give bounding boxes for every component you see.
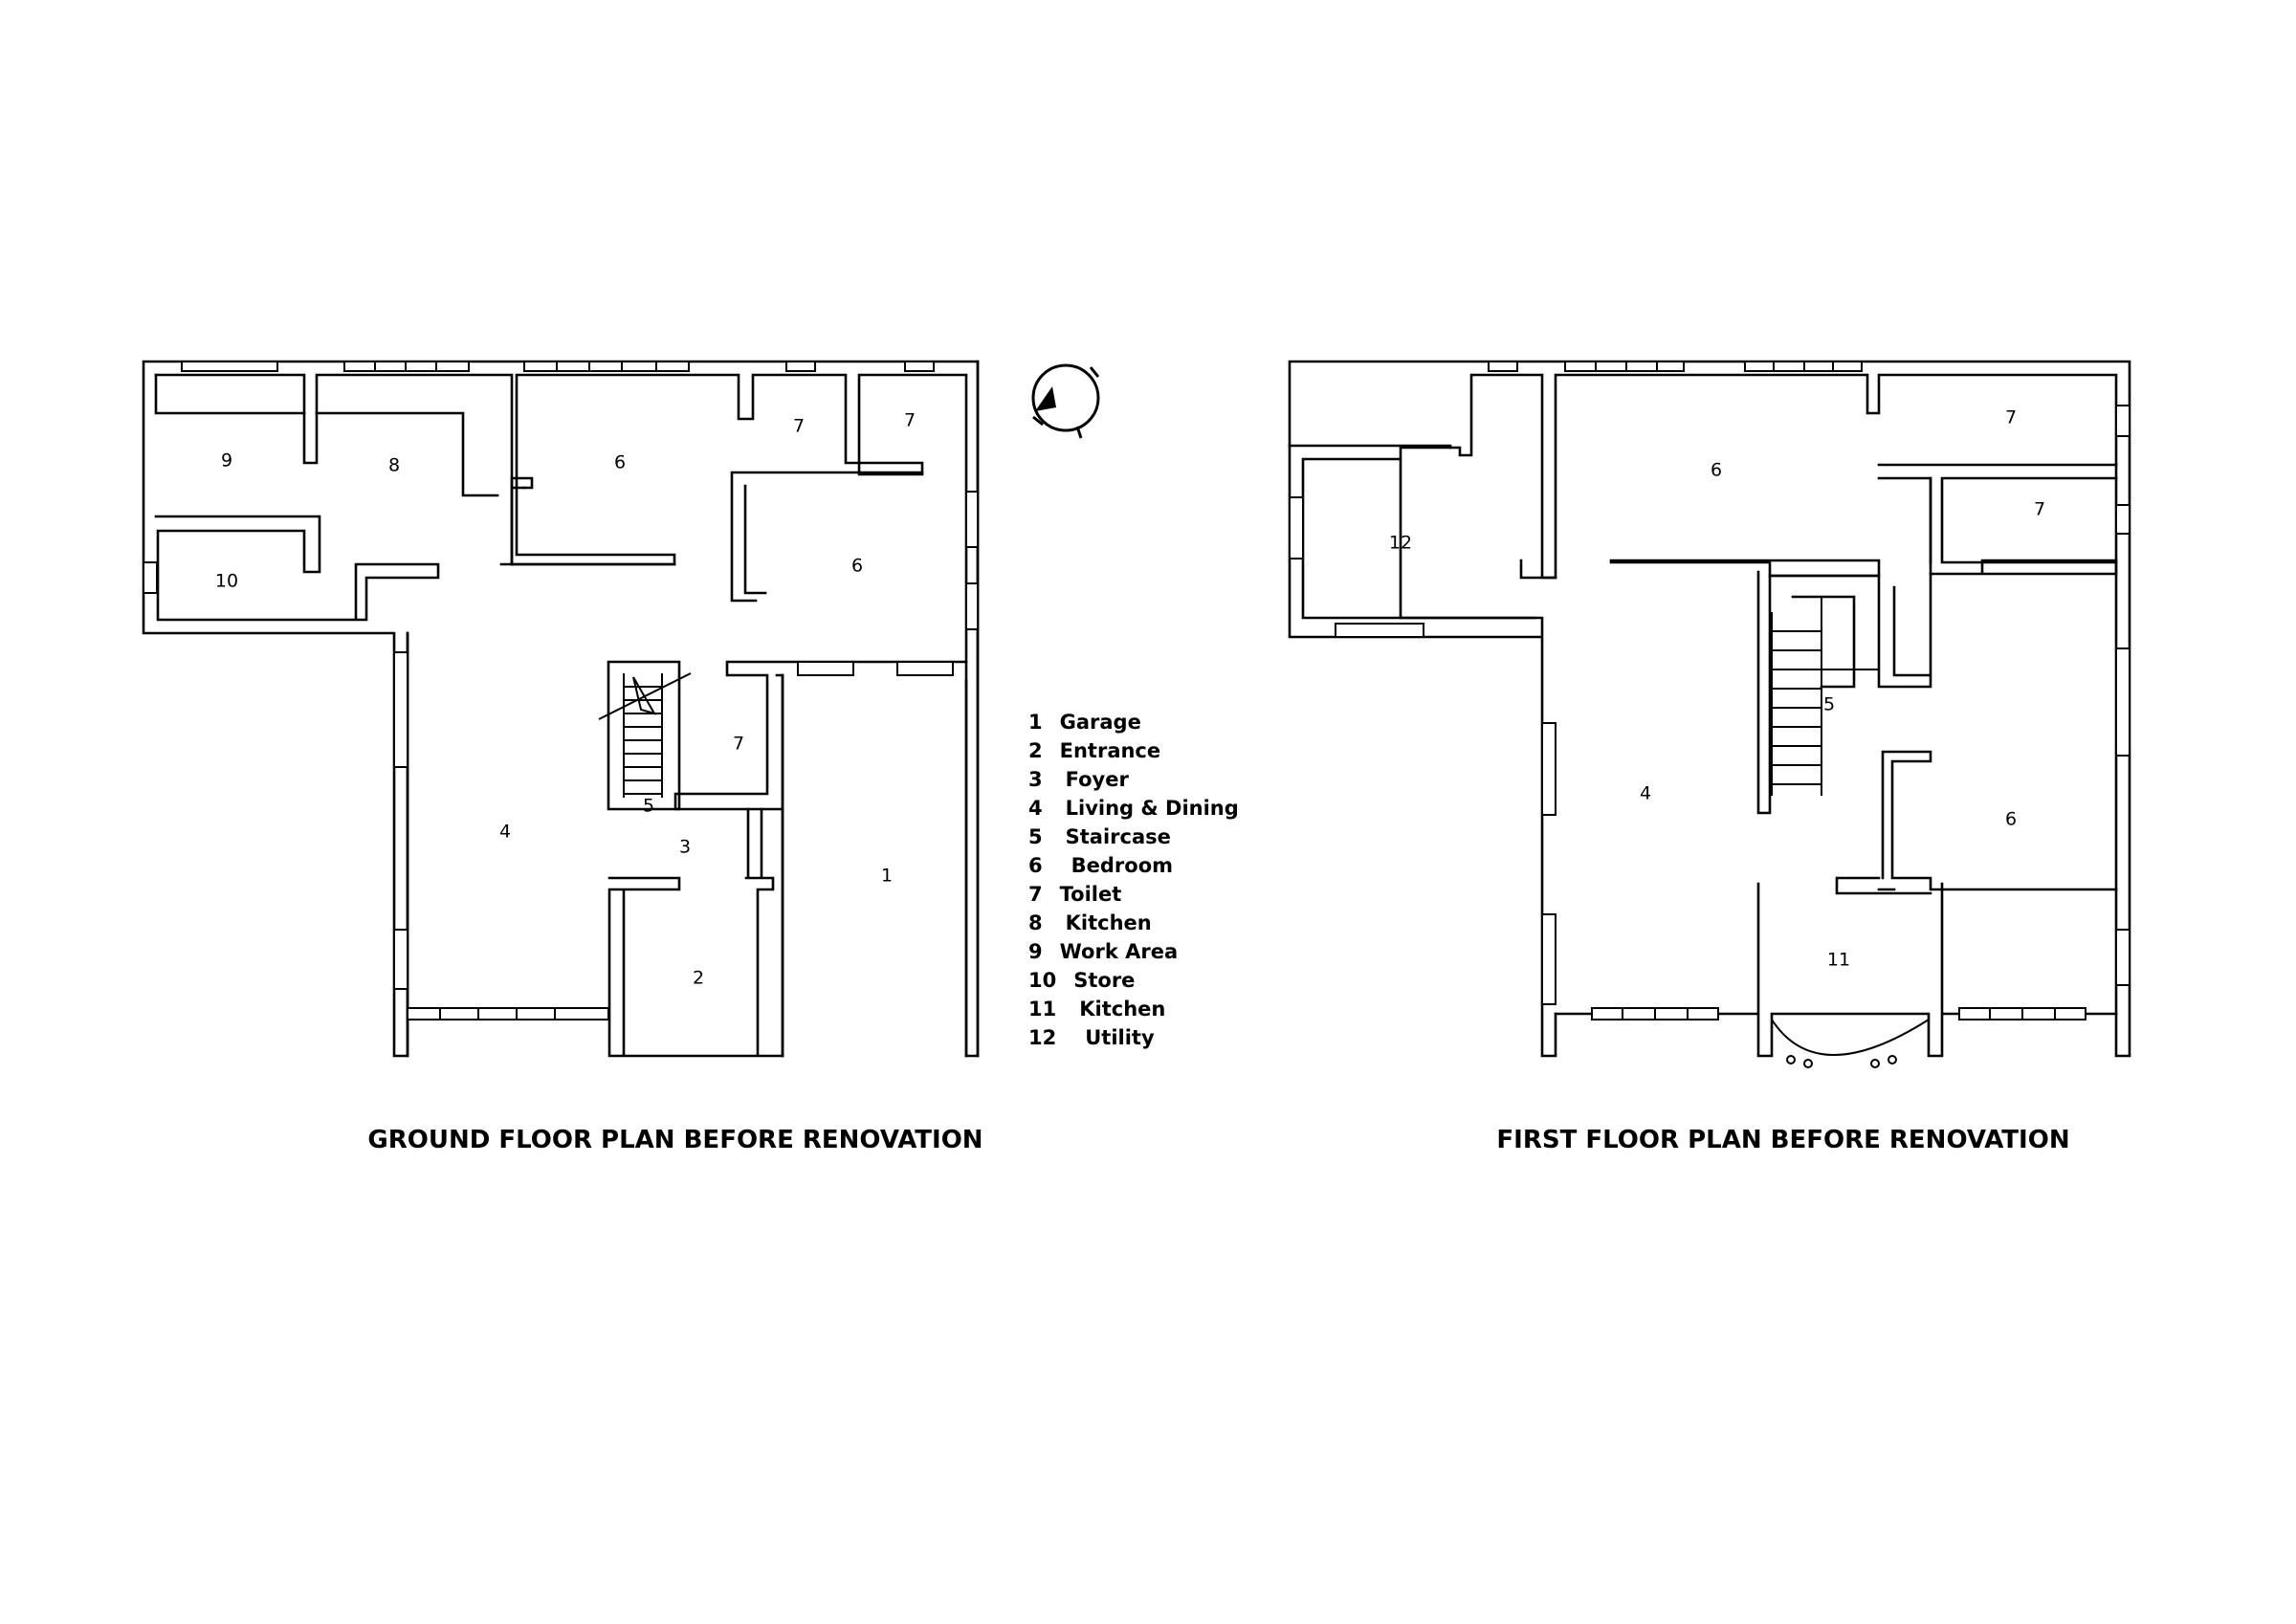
gf-plan-title: GROUND FLOOR PLAN BEFORE RENOVATION — [367, 1126, 982, 1154]
ff-kitchen-bay — [1771, 1019, 1930, 1056]
ff-room-5: 5 — [1823, 694, 1835, 715]
gf-room-7c: 7 — [733, 734, 744, 755]
gf-entrance-walls — [607, 807, 784, 1058]
gf-inner-outline — [154, 373, 968, 683]
ff-room-labels: 6 7 12 7 5 4 6 11 — [1389, 407, 2045, 971]
gf-room-labels: 9 8 6 7 7 6 10 7 4 5 3 1 2 — [215, 410, 916, 989]
gf-room-7a: 7 — [793, 416, 805, 437]
gf-room-2: 2 — [693, 968, 704, 989]
ground-floor-plan: 9 8 6 7 7 6 10 7 4 5 3 1 2 GROUND FLOOR … — [142, 360, 983, 1154]
gf-room-9: 9 — [221, 450, 232, 472]
ff-room-12: 12 — [1389, 533, 1412, 554]
gf-room-5: 5 — [643, 796, 654, 817]
gf-bedroom6-walls — [499, 471, 924, 603]
gf-mid-walls — [406, 631, 968, 1058]
gf-windows — [143, 361, 979, 1020]
ff-east-walls — [1835, 559, 2118, 895]
gf-room-10: 10 — [215, 571, 238, 592]
ff-room-7a: 7 — [2005, 407, 2017, 428]
first-floor-plan: 6 7 12 7 5 4 6 11 FIRST FLOOR PLAN BEFOR… — [1288, 360, 2131, 1154]
ff-staircase-treads — [1771, 597, 1879, 796]
ff-stair-core — [1756, 476, 1932, 815]
gf-outer-wall — [142, 360, 980, 1058]
gf-garage-wall — [781, 360, 980, 1058]
ff-room-6b: 6 — [2005, 809, 2017, 830]
gf-west-wing — [154, 373, 440, 622]
ff-room-11: 11 — [1827, 950, 1850, 971]
ff-bay-fixtures — [1786, 1055, 1897, 1068]
gf-room-1: 1 — [881, 866, 893, 887]
ff-plan-title: FIRST FLOOR PLAN BEFORE RENOVATION — [1496, 1126, 2069, 1154]
gf-kitchen-walls — [315, 411, 534, 566]
gf-room-7b: 7 — [904, 410, 916, 431]
ff-room-4: 4 — [1640, 783, 1651, 804]
north-arrow-icon — [1031, 363, 1100, 439]
gf-room-8: 8 — [388, 455, 400, 476]
gf-room-4: 4 — [499, 822, 511, 843]
ff-room-7b: 7 — [2034, 499, 2045, 520]
gf-staircase-treads — [598, 672, 692, 798]
ff-room-6a: 6 — [1711, 460, 1722, 481]
gf-room-3: 3 — [679, 837, 691, 858]
ff-windows — [1289, 361, 2130, 1020]
gf-room-6a: 6 — [614, 452, 626, 473]
gf-room-6b: 6 — [851, 556, 863, 577]
gf-stair-core — [607, 660, 681, 811]
